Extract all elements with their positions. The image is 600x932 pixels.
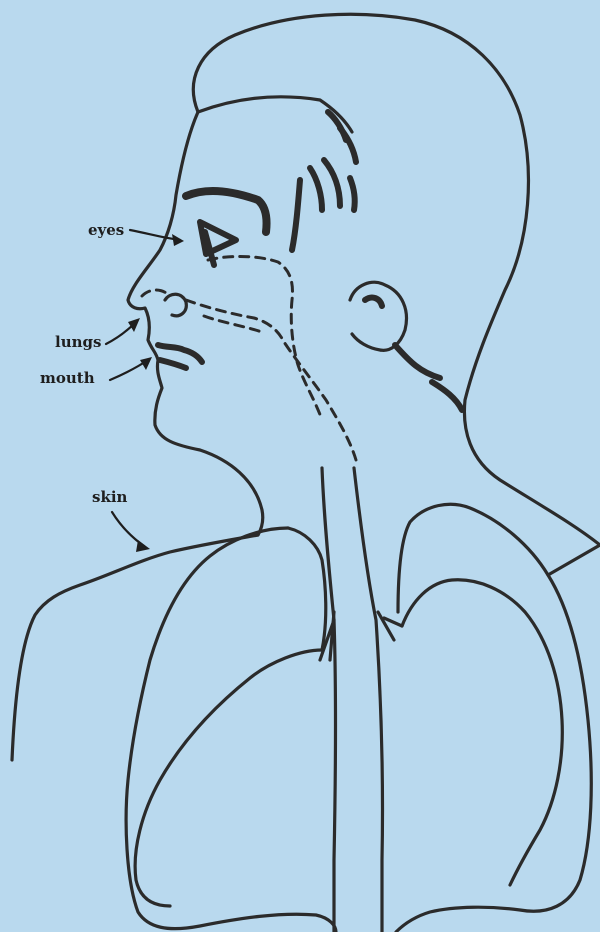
right-lung-inner-lobe	[402, 580, 562, 885]
neck-back-shadow	[432, 382, 462, 410]
hair-strand-2	[340, 128, 356, 162]
label-skin: skin	[92, 488, 128, 506]
lower-lip	[160, 360, 186, 368]
label-eyes: eyes	[88, 221, 124, 239]
torso-right-edge	[548, 545, 600, 575]
trachea-bronchus-right	[378, 612, 394, 640]
face-profile	[128, 112, 263, 535]
left-lung-outer	[126, 528, 336, 932]
hair-strand-4	[324, 160, 340, 206]
hair-strand-5	[350, 178, 355, 210]
airway-nasal-dashed	[142, 290, 170, 296]
trachea-left-wall	[322, 468, 336, 932]
arrowhead-eyes	[172, 234, 184, 246]
label-lungs: lungs	[55, 333, 101, 351]
arrowhead-lungs	[128, 318, 140, 332]
ear	[350, 282, 406, 350]
hair-strand-3	[310, 168, 322, 210]
ear-inner	[365, 298, 382, 306]
hair-outline	[193, 14, 600, 545]
jaw-stubble	[395, 345, 440, 378]
left-lung-inner-lobe	[135, 650, 322, 906]
label-mouth: mouth	[40, 369, 95, 387]
nostril	[165, 294, 186, 316]
trachea-right-wall	[354, 468, 383, 932]
left-lung-outer-inner-edge	[288, 528, 326, 650]
airway-lower-dashed	[186, 300, 356, 460]
airway-upper-dashed	[208, 256, 322, 420]
arrowhead-skin	[136, 540, 150, 552]
sideburn	[292, 180, 300, 250]
